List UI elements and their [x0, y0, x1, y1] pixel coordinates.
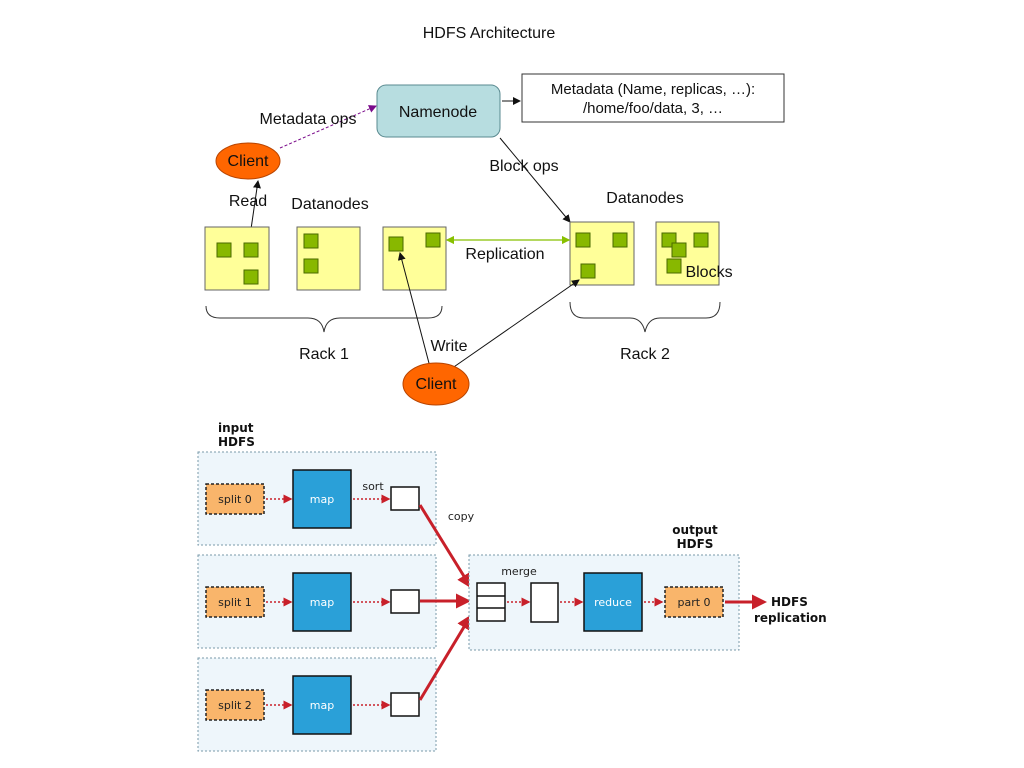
split-1-label: split 1: [218, 596, 252, 609]
split-2-label: split 2: [218, 699, 252, 712]
map-0-label: map: [310, 493, 334, 506]
client-top: [215, 142, 281, 180]
reduce-box: [583, 572, 643, 632]
reduce-label: reduce: [594, 596, 632, 609]
block: [243, 269, 259, 285]
client-bottom-label: Client: [416, 376, 457, 393]
rack2-label: Rack 2: [620, 346, 670, 363]
block: [693, 232, 709, 248]
map-1-box: [292, 572, 352, 632]
block: [612, 232, 628, 248]
rack1-label: Rack 1: [299, 346, 349, 363]
split-1-box: [205, 586, 265, 618]
map-2-label: map: [310, 699, 334, 712]
block: [388, 236, 404, 252]
part-0-box: [664, 586, 724, 618]
block-ops-arrow: [499, 137, 571, 223]
block: [580, 263, 596, 279]
sort-label: sort: [362, 480, 384, 493]
metadata-line2: /home/foo/data, 3, …: [583, 100, 723, 117]
metadata-ops-arrow: [279, 105, 377, 149]
block: [243, 242, 259, 258]
sort-buffer-0: [390, 486, 420, 511]
client-top-label: Client: [228, 153, 269, 170]
read-label: Read: [229, 193, 267, 210]
merge-input-stack: [476, 582, 506, 622]
copy-arrow-0: [418, 504, 472, 589]
namenode-label: Namenode: [399, 104, 477, 121]
write-label: Write: [430, 338, 467, 355]
write-arrow-rack1: [397, 252, 431, 368]
sort-buffer-1: [390, 589, 420, 614]
output-hdfs-label-line1: output: [672, 523, 718, 537]
input-hdfs-label-line1: input: [218, 421, 254, 435]
hdfs-out-line2: replication: [754, 611, 827, 625]
output-hdfs-label-line2: HDFS: [677, 537, 714, 551]
block: [666, 258, 682, 274]
split-2-box: [205, 689, 265, 721]
block: [671, 242, 687, 258]
block: [216, 242, 232, 258]
block: [303, 258, 319, 274]
sort-buffer-2: [390, 692, 420, 717]
mapreduce-flow: input HDFS split 0 map sort split 1 map …: [197, 421, 827, 752]
part-0-label: part 0: [677, 596, 710, 609]
block-ops-label: Block ops: [489, 158, 558, 175]
datanode-4: [569, 221, 635, 286]
namenode-box: [376, 84, 501, 138]
blocks-label: Blocks: [685, 264, 732, 281]
block: [303, 233, 319, 249]
metadata-line1: Metadata (Name, replicas, …):: [551, 81, 755, 98]
map-1-label: map: [310, 596, 334, 609]
split-0-label: split 0: [218, 493, 252, 506]
rack1-brace: [205, 305, 443, 333]
replication-label: Replication: [465, 246, 544, 263]
block: [425, 232, 441, 248]
block: [575, 232, 591, 248]
map-2-box: [292, 675, 352, 735]
datanodes-left-label: Datanodes: [291, 196, 368, 213]
datanode-1: [204, 226, 270, 291]
merged-buffer: [530, 582, 559, 623]
merge-label: merge: [501, 565, 537, 578]
copy-arrow-2: [418, 614, 472, 701]
write-arrow-rack2: [447, 279, 580, 372]
client-bottom: [402, 362, 470, 406]
split-0-box: [205, 483, 265, 515]
hdfs-architecture: HDFS Architecture Namenode Metadata (Nam…: [204, 25, 785, 406]
hdfs-out-line1: HDFS: [771, 595, 808, 609]
input-hdfs-label-line2: HDFS: [218, 435, 255, 449]
hdfs-title: HDFS Architecture: [423, 25, 556, 42]
copy-label: copy: [448, 510, 475, 523]
map-0-box: [292, 469, 352, 529]
metadata-ops-label: Metadata ops: [260, 111, 357, 128]
rack2-brace: [569, 301, 721, 333]
metadata-box: [521, 73, 785, 123]
datanodes-right-label: Datanodes: [606, 190, 683, 207]
